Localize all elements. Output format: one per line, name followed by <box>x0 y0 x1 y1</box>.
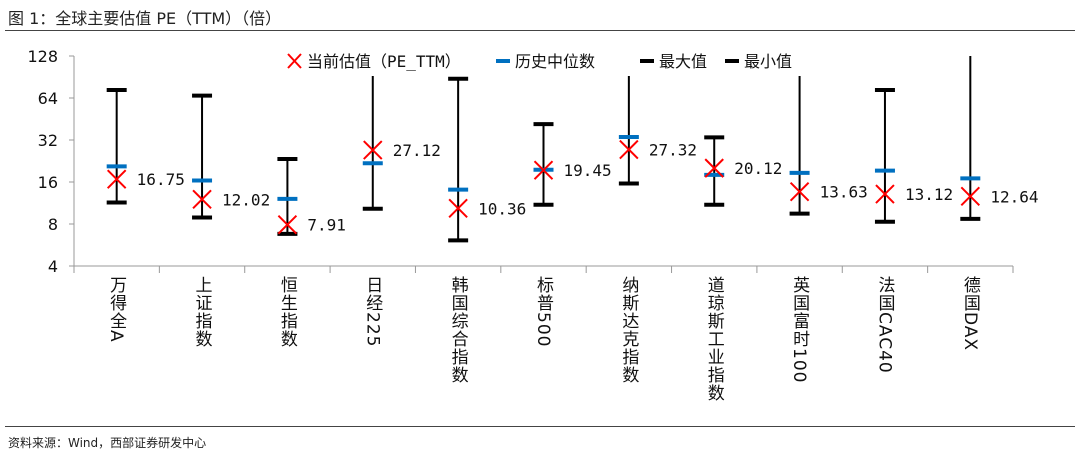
legend-label: 最小值 <box>744 52 792 71</box>
data-label: 13.12 <box>905 185 953 204</box>
y-tick-label: 32 <box>38 131 58 150</box>
legend-label: 当前估值（PE_TTM） <box>307 52 461 71</box>
data-label: 27.32 <box>649 141 697 160</box>
x-tick-label: 恒生指数 <box>276 276 297 348</box>
x-tick-label: 万得全A <box>106 276 127 343</box>
y-tick-label: 64 <box>38 89 58 108</box>
current-marker <box>875 184 895 204</box>
data-label: 16.75 <box>137 170 185 189</box>
x-tick-label: 法国CAC40 <box>874 276 895 374</box>
current-marker <box>704 158 724 178</box>
source-rule <box>5 426 1075 427</box>
legend-x-icon <box>287 53 302 69</box>
x-tick-label: 标普500 <box>533 276 553 348</box>
data-label: 13.63 <box>820 183 868 202</box>
source-note: 资料来源：Wind，西部证券研发中心 <box>8 436 207 450</box>
data-label: 12.64 <box>990 187 1038 206</box>
data-label: 12.02 <box>222 190 270 209</box>
x-tick-label: 纳斯达克指数 <box>618 276 639 384</box>
current-marker <box>192 189 212 210</box>
x-tick-label: 上证指数 <box>191 276 212 348</box>
current-marker <box>106 169 127 189</box>
y-tick-label: 4 <box>48 257 58 276</box>
current-marker <box>533 160 554 180</box>
current-marker <box>363 140 383 160</box>
current-marker <box>448 198 468 219</box>
x-tick-label: 英国富时100 <box>789 276 810 384</box>
current-marker <box>619 139 639 160</box>
current-marker <box>789 182 810 202</box>
legend-label: 最大值 <box>659 52 707 71</box>
x-tick-label: 韩国综合指数 <box>447 276 468 384</box>
y-tick-label: 8 <box>48 215 58 234</box>
data-label: 19.45 <box>564 161 612 180</box>
current-marker <box>960 186 981 206</box>
data-label: 10.36 <box>478 199 526 218</box>
title-rule <box>5 30 1075 31</box>
legend-label: 历史中位数 <box>515 52 595 71</box>
y-tick-label: 128 <box>27 47 58 66</box>
data-label: 7.91 <box>307 216 346 235</box>
y-tick-label: 16 <box>38 173 58 192</box>
current-marker <box>277 214 298 235</box>
legend: 当前估值（PE_TTM） 历史中位数 最大值 最小值 <box>280 44 830 76</box>
x-tick-label: 日经225 <box>362 276 383 348</box>
x-tick-label: 德国DAX <box>959 276 980 352</box>
x-tick-label: 道琼斯工业指数 <box>703 276 724 402</box>
data-label: 20.12 <box>734 159 782 178</box>
data-label: 27.12 <box>393 141 441 160</box>
figure-title: 图 1：全球主要估值 PE（TTM）（倍） <box>8 9 282 28</box>
